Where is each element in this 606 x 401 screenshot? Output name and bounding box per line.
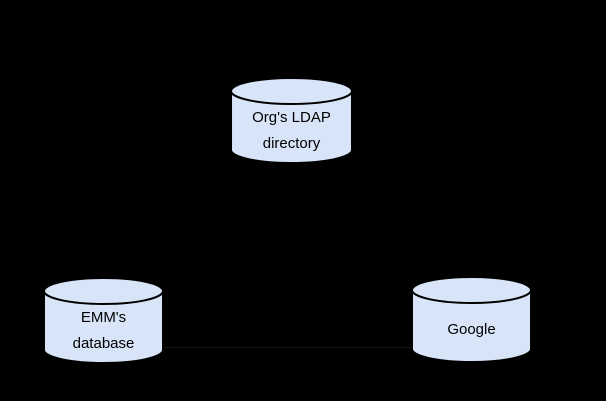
emm-google-connector-line bbox=[164, 347, 411, 348]
database-cylinder-icon bbox=[230, 77, 353, 164]
node-google: Google bbox=[411, 275, 532, 363]
database-cylinder-icon bbox=[411, 276, 532, 363]
node-emm-database: EMM's database bbox=[43, 276, 164, 364]
node-org-ldap-directory: Org's LDAP directory bbox=[230, 76, 353, 164]
database-cylinder-icon bbox=[43, 277, 164, 364]
